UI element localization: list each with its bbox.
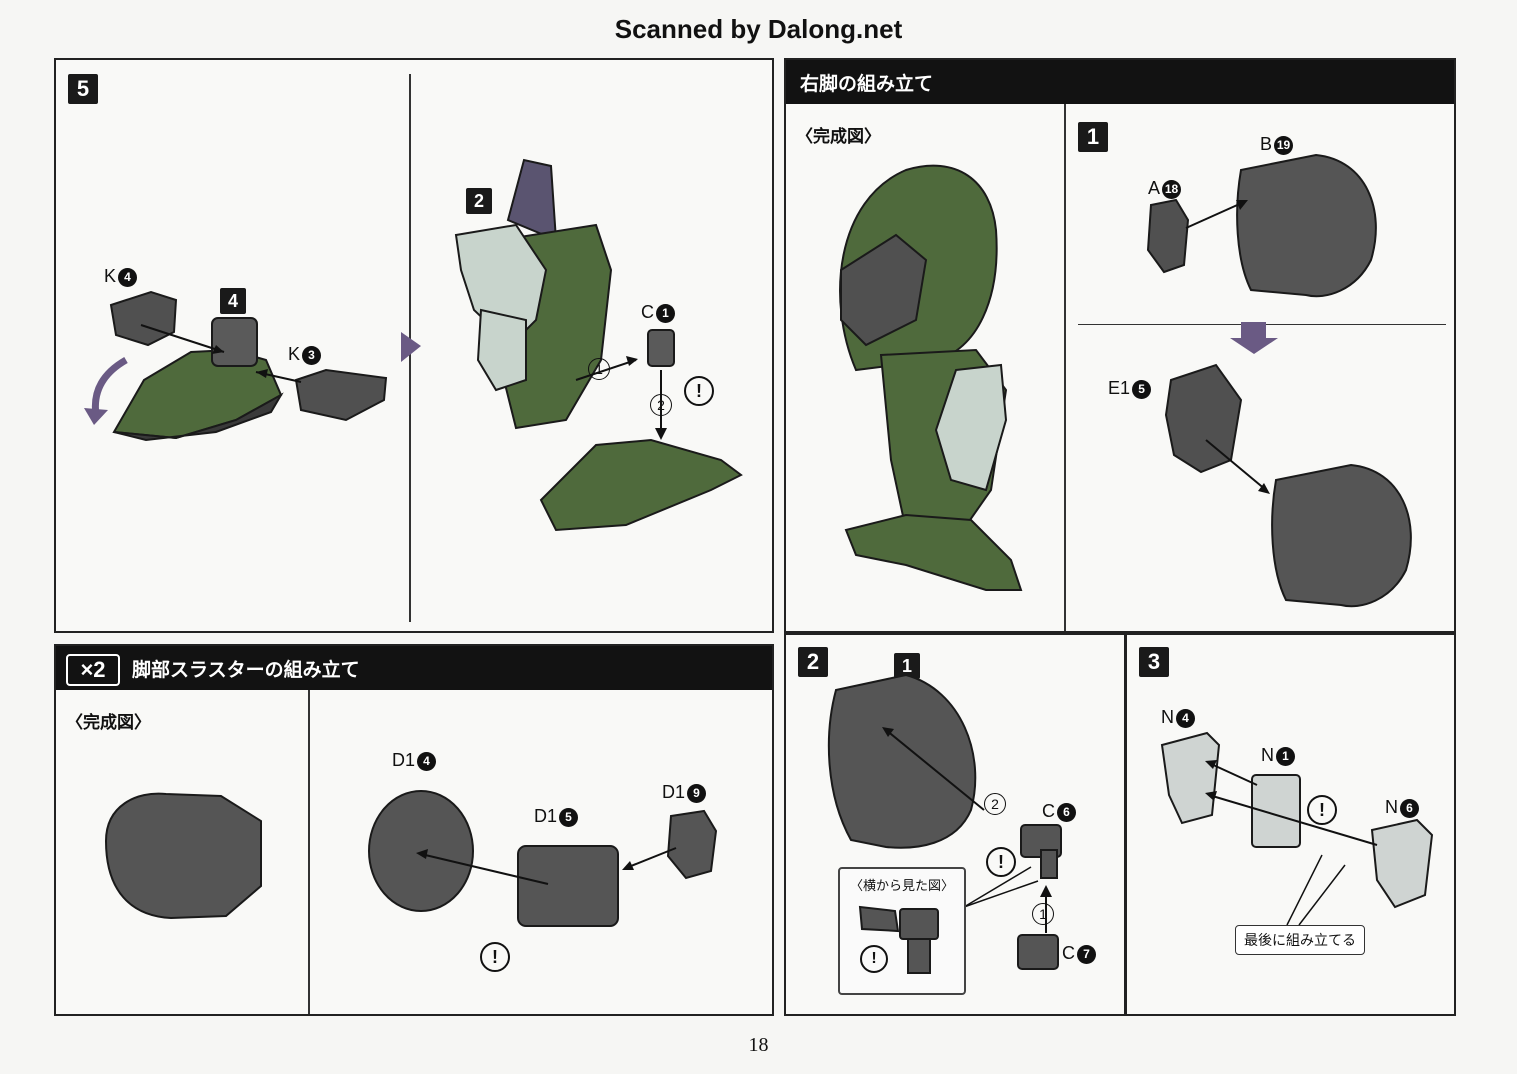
step-number-1: 1 [1078,122,1108,152]
part-n1 [1251,774,1301,848]
down-arrow [1230,322,1278,354]
part-b19-assembled [1271,463,1412,608]
order-1: 1 [588,358,610,380]
sub-step-4: 4 [220,288,246,314]
order-1: 1 [1032,903,1054,925]
warning-icon: ! [1307,795,1337,825]
part-n6 [1370,818,1434,909]
warning-icon: ! [986,847,1016,877]
part-c6-peg [1040,849,1058,879]
header-bar: 右脚の組み立て [786,60,1454,104]
leg-armor-light-lower [476,308,527,392]
step-number-3: 3 [1139,647,1169,677]
side-view-box: 〈横から見た図〉 ! [838,867,966,995]
page-number: 18 [748,1034,769,1056]
panel-title: 右脚の組み立て [800,73,934,95]
vertical-divider [308,690,310,1014]
side-view-peg [899,908,939,940]
foot-illustration [84,290,421,442]
part-d1-5 [517,845,619,927]
foot-sole [113,392,284,442]
part-n4 [1160,731,1221,825]
part-d1-4 [368,790,474,912]
completed-thruster [104,792,262,920]
step-number-2: 2 [798,647,828,677]
completed-leg-illustration [839,164,1023,591]
part-c7 [1017,934,1059,970]
sub-step-1: 1 [894,653,920,679]
part-k3 [294,368,388,422]
warning-icon: ! [480,942,510,972]
scan-credit: Scanned by Dalong.net [614,14,903,44]
completed-view-label: 〈完成図〉 [796,127,881,147]
part-b19 [1236,153,1377,298]
step1-illustration [1146,153,1412,608]
step-number: 5 [68,74,98,104]
part-a18 [1146,198,1190,274]
side-view-part [858,905,900,933]
order-2: 2 [650,394,672,416]
knee-inner [840,233,928,347]
step3-illustration [1160,731,1434,926]
header-bar: ×2 脚部スラスターの組み立て [56,646,772,690]
panel-title: 脚部スラスターの組み立て [132,659,360,681]
quantity-badge: ×2 [66,654,120,686]
side-view-label: 〈横から見た図〉 [850,879,955,894]
warning-icon: ! [684,376,714,406]
completed-view-label: 〈完成図〉 [66,713,151,733]
knee-assembly [827,673,977,849]
vertical-divider [1064,104,1066,631]
side-view-illustration [858,905,939,974]
part-k4 [109,290,178,347]
foot-joint [211,317,258,367]
foot-lower [539,438,743,532]
warning-icon: ! [860,945,888,973]
assemble-last-note: 最後に組み立てる [1235,925,1365,955]
side-view-stem [907,938,931,974]
completed-foot [844,513,1023,591]
sub-step-2: 2 [466,188,492,214]
order-2: 2 [984,793,1006,815]
part-c1 [647,329,675,367]
part-e1-5 [1164,363,1243,474]
leg-assembly-illustration [454,158,743,532]
shin-armor-light [934,363,1008,492]
thruster-illustration [104,790,718,927]
step2-illustration [827,673,1062,970]
part-d1-9 [666,809,718,880]
